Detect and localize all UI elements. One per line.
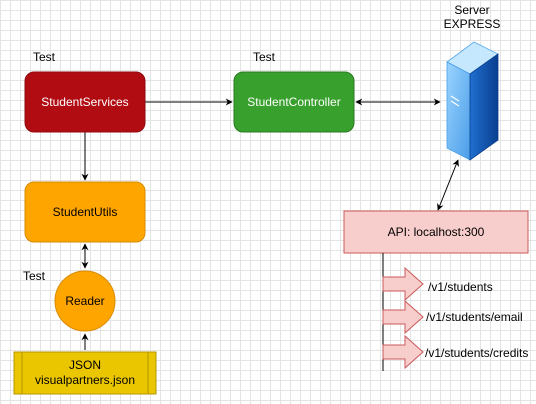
server-icon (446, 41, 499, 161)
api-label: API: localhost:300 (388, 225, 485, 239)
student-services-node[interactable]: StudentServices (24, 71, 146, 133)
endpoint-arrow-students-email (382, 299, 424, 335)
json-label: JSON (69, 358, 101, 372)
endpoint-arrow-students-credits (382, 334, 424, 370)
server-subtitle: EXPRESS (444, 17, 501, 31)
endpoint-students-email[interactable]: /v1/students/email (426, 310, 523, 324)
student-utils-node[interactable]: StudentUtils (24, 181, 146, 243)
student-services-label: StudentServices (41, 95, 128, 109)
api-node[interactable]: API: localhost:300 (343, 210, 529, 254)
json-file-node[interactable]: JSON visualpartners.json (13, 351, 157, 395)
server-title: Server (454, 3, 489, 17)
test-label-controller: Test (253, 50, 276, 64)
reader-label: Reader (65, 294, 104, 308)
server-api-arrow (437, 159, 459, 211)
student-controller-label: StudentController (247, 95, 340, 109)
reader-node[interactable]: Reader (54, 270, 116, 332)
endpoint-students[interactable]: /v1/students (428, 280, 493, 294)
endpoint-arrow-students (382, 266, 424, 302)
test-label-services: Test (33, 50, 56, 64)
student-controller-node[interactable]: StudentController (233, 71, 355, 133)
json-filename: visualpartners.json (35, 373, 135, 387)
test-label-reader: Test (23, 269, 46, 283)
student-utils-label: StudentUtils (53, 205, 118, 219)
endpoint-students-credits[interactable]: /v1/students/credits (425, 346, 528, 360)
